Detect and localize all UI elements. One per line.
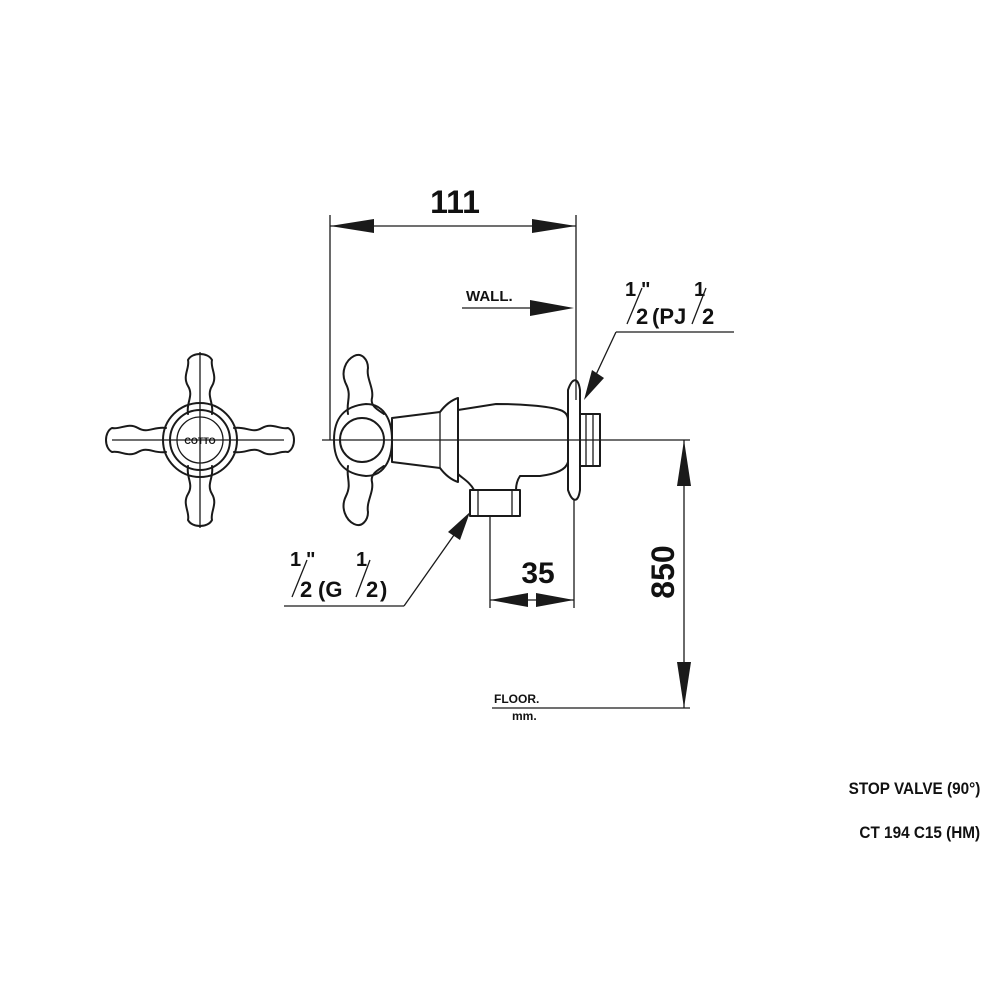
handle-hub-inner xyxy=(169,409,231,471)
outlet-close: ) xyxy=(380,577,387,602)
dimension-offset: 35 xyxy=(489,500,575,608)
valve-side-view xyxy=(322,354,690,526)
brand-mark: COTTO xyxy=(184,436,215,446)
dimension-length: 111 xyxy=(329,184,577,440)
outlet-inch: " xyxy=(306,549,315,571)
handle-arm-right xyxy=(233,424,295,456)
inlet-den2: 2 xyxy=(702,304,714,329)
outlet-thread-callout: 1 " 2 (G 1 2 ) xyxy=(284,512,470,607)
inlet-den: 2 xyxy=(636,304,648,329)
handle-arm-top xyxy=(184,353,216,415)
inlet-thread xyxy=(579,413,601,467)
outlet-den: 2 xyxy=(300,577,312,602)
inlet-open: (PJ xyxy=(652,304,686,329)
offset-value: 35 xyxy=(521,557,554,590)
product-code: CT 194 C15 (HM) xyxy=(859,823,980,842)
valve-body xyxy=(457,403,569,491)
outlet-num2: 1 xyxy=(356,549,367,571)
wall-flange xyxy=(567,379,581,501)
handle-side-cap xyxy=(339,417,385,463)
handle-side-bottom-arm xyxy=(342,465,385,526)
inlet-num: 1 xyxy=(625,279,636,301)
unit-label: mm. xyxy=(512,709,537,723)
wall-label: WALL. xyxy=(466,288,513,305)
inlet-inch: " xyxy=(641,279,650,301)
handle-arm-bottom xyxy=(184,465,216,527)
floor-indicator: FLOOR. mm. xyxy=(492,692,690,723)
outlet-open: (G xyxy=(318,577,342,602)
inlet-thread-callout: 1 " 2 (PJ 1 2 xyxy=(584,279,734,400)
length-value: 111 xyxy=(430,184,480,220)
handle-side-top-arm xyxy=(342,354,385,415)
product-name: STOP VALVE (90°) xyxy=(848,779,980,798)
wall-indicator: WALL. xyxy=(462,288,574,316)
outlet-den2: 2 xyxy=(366,577,378,602)
inlet-num2: 1 xyxy=(694,279,705,301)
dimension-height: 850 xyxy=(645,440,691,708)
valve-bonnet xyxy=(391,397,459,483)
height-value: 850 xyxy=(645,545,681,598)
outlet-fitting xyxy=(469,489,521,517)
handle-cap xyxy=(176,416,224,464)
cross-handle-front-view: COTTO xyxy=(105,352,295,528)
floor-label: FLOOR. xyxy=(494,692,539,706)
outlet-num: 1 xyxy=(290,549,301,571)
handle-arm-left xyxy=(105,424,167,456)
handle-hub-outer xyxy=(162,402,238,478)
